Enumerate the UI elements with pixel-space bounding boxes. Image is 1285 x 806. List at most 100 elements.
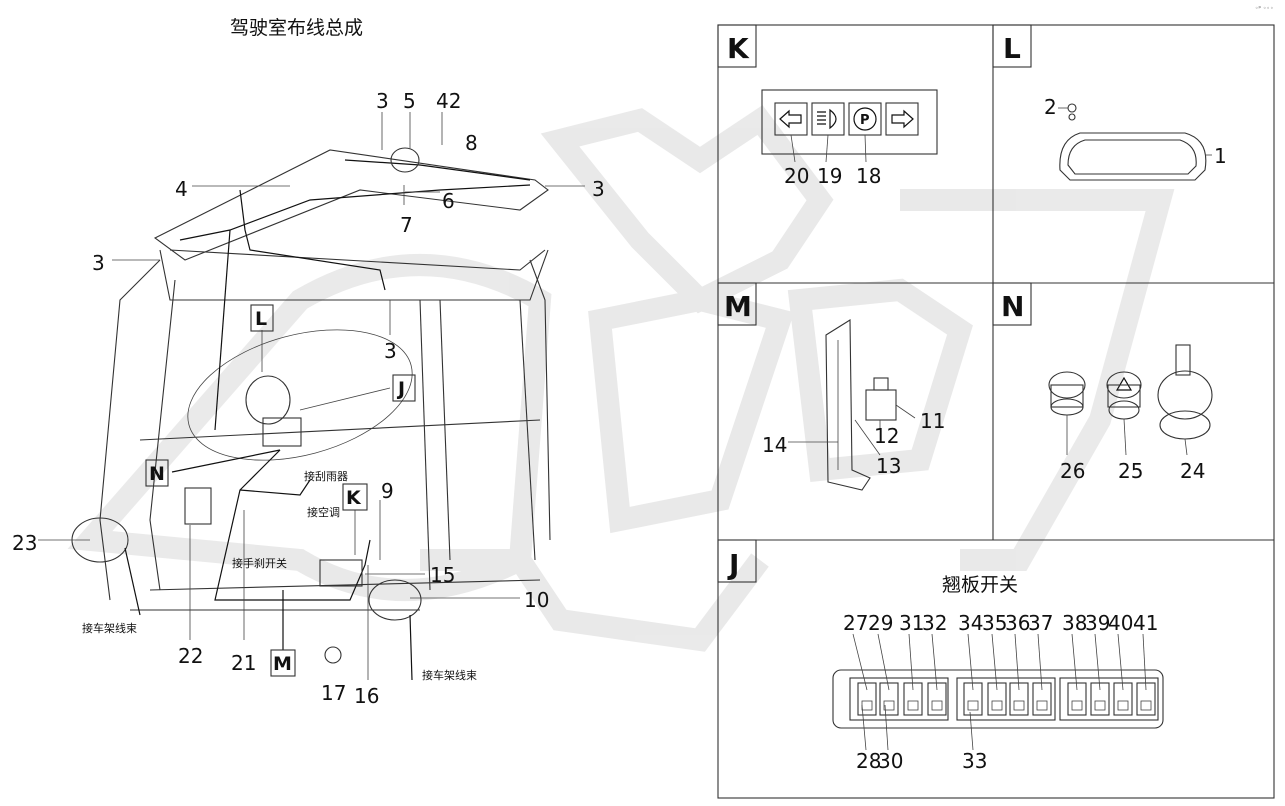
corner-mark: ◦ᵖ ◦◦◦ (1255, 5, 1274, 12)
rocker-symbol (967, 700, 979, 711)
key-switch-17 (324, 646, 342, 664)
rocker-label: 31 (899, 611, 924, 635)
rocker-switch (903, 682, 923, 716)
rocker-label: 41 (1133, 611, 1158, 635)
rocker-symbol (861, 700, 873, 711)
instrument-cluster (245, 375, 291, 425)
panel-L-instrument-cluster (1058, 103, 1212, 181)
panel-K-letter: K (727, 32, 750, 65)
callout-boxes: L J N K M (145, 304, 416, 677)
label-3d: 3 (384, 339, 397, 363)
label-33: 33 (962, 749, 987, 773)
svg-text:P: P (860, 113, 870, 128)
power-switch-26 (1048, 371, 1086, 399)
note-handbrake: 接手刹开关 (232, 556, 287, 570)
rocker-label: 35 (982, 611, 1007, 635)
left-turn-icon (779, 109, 802, 129)
label-21: 21 (231, 651, 256, 675)
panel-L-letter: L (1003, 32, 1021, 65)
leader-line (852, 633, 868, 691)
connection-notes: 接刮雨器 接空调 接手刹开关 接车架线束 接车架线束 (82, 469, 477, 682)
beacon-lamp (390, 147, 420, 173)
ignition-switch-24 (1157, 370, 1213, 420)
hazard-switch-25 (1106, 371, 1142, 399)
label-3a: 3 (376, 89, 389, 113)
rocker-label: 39 (1085, 611, 1110, 635)
label-42: 42 (436, 89, 461, 113)
callout-L: L (255, 308, 267, 330)
leader-line (1071, 633, 1078, 691)
label-18: 18 (856, 164, 881, 188)
label-24: 24 (1180, 459, 1205, 483)
label-28: 28 (856, 749, 881, 773)
label-8: 8 (465, 131, 478, 155)
rocker-symbol (1140, 700, 1152, 711)
label-19: 19 (817, 164, 842, 188)
label-23: 23 (12, 531, 37, 555)
rocker-switch (1067, 682, 1087, 716)
rocker-switch (987, 682, 1007, 716)
leader-line (967, 633, 974, 691)
label-11: 11 (920, 409, 945, 433)
rocker-symbol (931, 700, 943, 711)
main-title: 驾驶室布线总成 (230, 17, 363, 39)
note-aircon: 接空调 (307, 505, 340, 519)
label-30: 30 (878, 749, 903, 773)
right-turn-icon (891, 109, 914, 129)
rocker-switch (1032, 682, 1052, 716)
label-6: 6 (442, 189, 455, 213)
label-12: 12 (874, 424, 899, 448)
callout-J: J (396, 378, 405, 400)
label-20: 20 (784, 164, 809, 188)
leader-line (908, 633, 914, 691)
label-17: 17 (321, 681, 346, 705)
panel-M-bracket (788, 319, 916, 491)
rocker-label: 38 (1062, 611, 1087, 635)
label-13: 13 (876, 454, 901, 478)
label-1: 1 (1214, 144, 1227, 168)
panel-J-title: 翘板开关 (942, 574, 1018, 596)
rocker-switch (1113, 682, 1133, 716)
relay-box (184, 487, 212, 525)
panel-K-switches: P (761, 89, 938, 163)
note-wiper: 接刮雨器 (304, 469, 348, 483)
label-9: 9 (381, 479, 394, 503)
headlight-icon (817, 108, 837, 130)
label-5: 5 (403, 89, 416, 113)
label-14: 14 (762, 433, 787, 457)
label-3b: 3 (592, 177, 605, 201)
rocker-label: 37 (1028, 611, 1053, 635)
leader-line (1014, 633, 1020, 691)
rocker-label: 32 (922, 611, 947, 635)
label-25: 25 (1118, 459, 1143, 483)
label-16: 16 (354, 684, 379, 708)
label-15: 15 (430, 563, 455, 587)
rocker-symbol (1036, 700, 1048, 711)
label-22: 22 (178, 644, 203, 668)
label-7: 7 (400, 213, 413, 237)
callout-N: N (149, 463, 165, 485)
rocker-switch (963, 682, 983, 716)
rocker-switches (857, 682, 1156, 716)
parking-brake-icon (853, 107, 877, 131)
label-3c: 3 (92, 251, 105, 275)
main-labels: 3 5 42 8 4 6 7 3 3 3 23 22 21 17 16 15 1… (12, 89, 605, 708)
rocker-symbol (1013, 700, 1025, 711)
note-frame-left: 接车架线束 (82, 621, 137, 635)
label-10: 10 (524, 588, 549, 612)
panel-J-letter: J (727, 548, 739, 581)
rocker-label: 29 (868, 611, 893, 635)
label-2: 2 (1044, 95, 1057, 119)
rocker-switch (857, 682, 877, 716)
panel-N-components (1048, 344, 1213, 456)
rocker-symbol (883, 700, 895, 711)
cab-frame (71, 149, 551, 621)
rocker-symbol (1071, 700, 1083, 711)
leader-line (1117, 633, 1124, 691)
label-26: 26 (1060, 459, 1085, 483)
leader-line (991, 633, 998, 691)
callout-M: M (273, 653, 292, 675)
leader-line (1094, 633, 1101, 691)
